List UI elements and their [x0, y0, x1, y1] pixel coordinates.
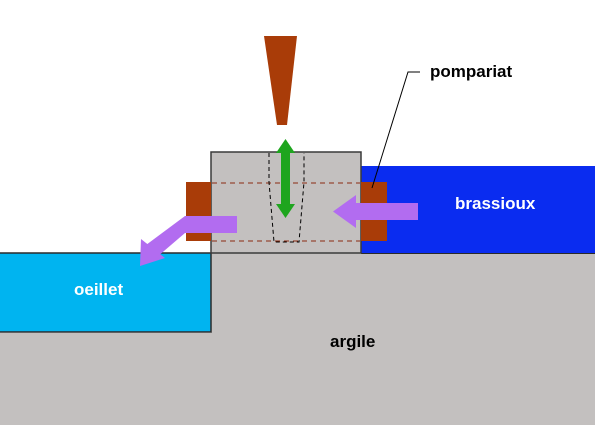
- pompariat-label: pompariat: [430, 62, 513, 81]
- oeillet-basin: [0, 252, 212, 333]
- pompariat-slot-outline: [268, 153, 305, 243]
- up-down-arrow-icon: [276, 139, 295, 218]
- outflow-arrow-icon: [140, 216, 237, 266]
- argile-ground: [0, 250, 595, 425]
- pompariat-leader-line: [371, 71, 420, 189]
- argile-label: argile: [330, 332, 376, 351]
- brassioux-label: brassioux: [455, 194, 536, 213]
- pompariat-stake: [264, 36, 297, 125]
- inflow-arrow-icon: [333, 195, 418, 228]
- oeillet-label: oeillet: [74, 280, 124, 299]
